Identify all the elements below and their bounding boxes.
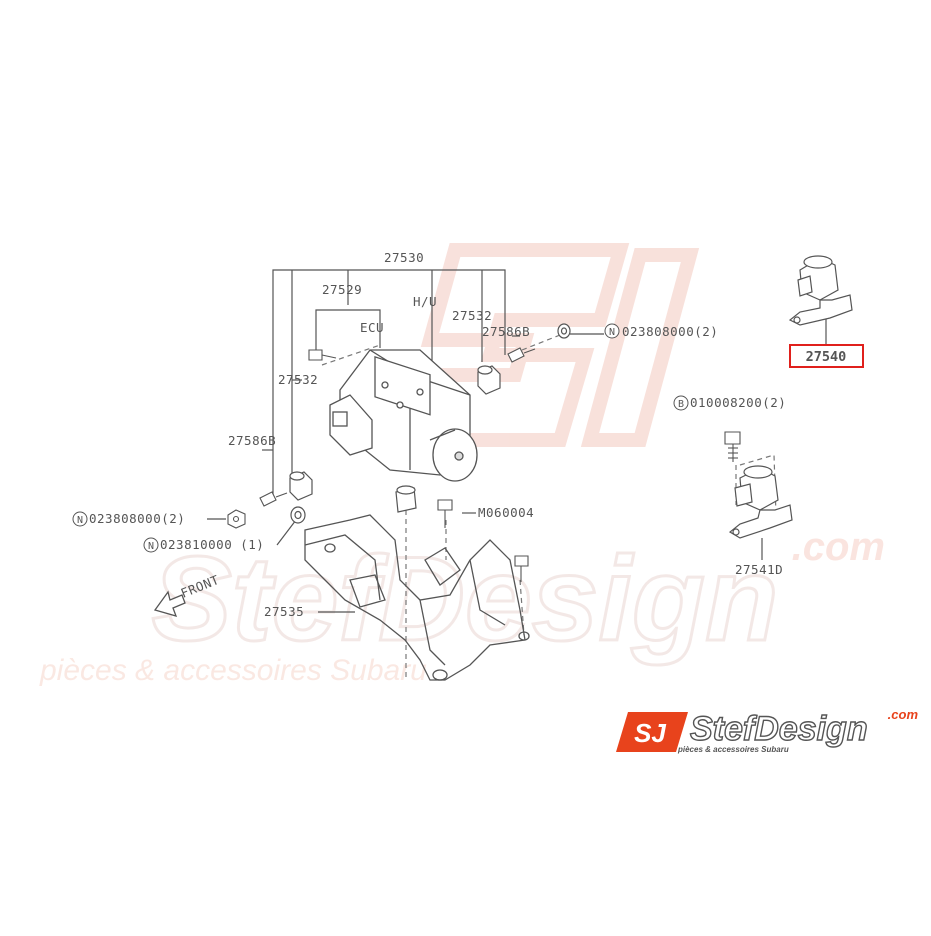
label-27586b-right: 27586B <box>482 324 530 339</box>
logo-tagline: pièces & accessoires Subaru <box>677 745 789 754</box>
label-hu: H/U <box>413 294 437 309</box>
prefix-n-left: N <box>77 515 83 526</box>
label-m060004: M060004 <box>478 505 534 520</box>
sensor-27541d <box>728 465 793 539</box>
label-nut-lower: 023810000 (1) <box>160 537 264 552</box>
front-arrow <box>153 590 186 617</box>
highlight-box <box>789 344 864 368</box>
watermark: StefDesign .com pièces & accessoires Sub… <box>39 243 885 687</box>
label-bolt-b: 010008200(2) <box>690 395 786 410</box>
label-27540: 27540 <box>806 349 847 365</box>
label-27541d: 27541D <box>735 562 783 577</box>
logo-sj-badge <box>616 712 688 752</box>
prefix-n-lower: N <box>148 541 154 552</box>
label-nut-left: 023808000(2) <box>89 511 185 526</box>
logo-dotcom: .com <box>888 707 919 722</box>
logo-brand: StefDesign <box>690 710 868 748</box>
label-27535: 27535 <box>264 604 304 619</box>
sensor-27540 <box>788 255 853 326</box>
label-27532-right: 27532 <box>452 308 492 323</box>
label-27586b-left: 27586B <box>228 433 276 448</box>
watermark-dotcom: .com <box>792 525 885 569</box>
watermark-brand: StefDesign <box>152 532 779 666</box>
label-27532-left: 27532 <box>278 372 318 387</box>
prefix-letters: N N N B <box>77 327 684 552</box>
highlight-27540[interactable]: 27540 <box>789 344 864 368</box>
part-labels: 27530 27529 H/U ECU 27532 27586B 0238080… <box>89 250 786 619</box>
brand-logo: SJ StefDesign .com pièces & accessoires … <box>616 707 918 754</box>
main-bracket <box>304 514 530 681</box>
mount-cushions <box>289 323 571 524</box>
circle-prefixes <box>72 323 689 553</box>
label-27530: 27530 <box>384 250 424 265</box>
label-27529: 27529 <box>322 282 362 297</box>
logo-mark: SJ <box>634 718 666 748</box>
prefix-b: B <box>678 399 684 410</box>
small-bolts <box>227 347 741 582</box>
watermark-tagline: pièces & accessoires Subaru <box>39 654 427 687</box>
leader-lines <box>207 269 827 680</box>
watermark-sj-mark <box>385 243 700 447</box>
hydraulic-unit <box>329 349 478 482</box>
prefix-n-right: N <box>609 327 615 338</box>
label-ecu: ECU <box>360 320 384 335</box>
label-nut-right: 023808000(2) <box>622 324 718 339</box>
